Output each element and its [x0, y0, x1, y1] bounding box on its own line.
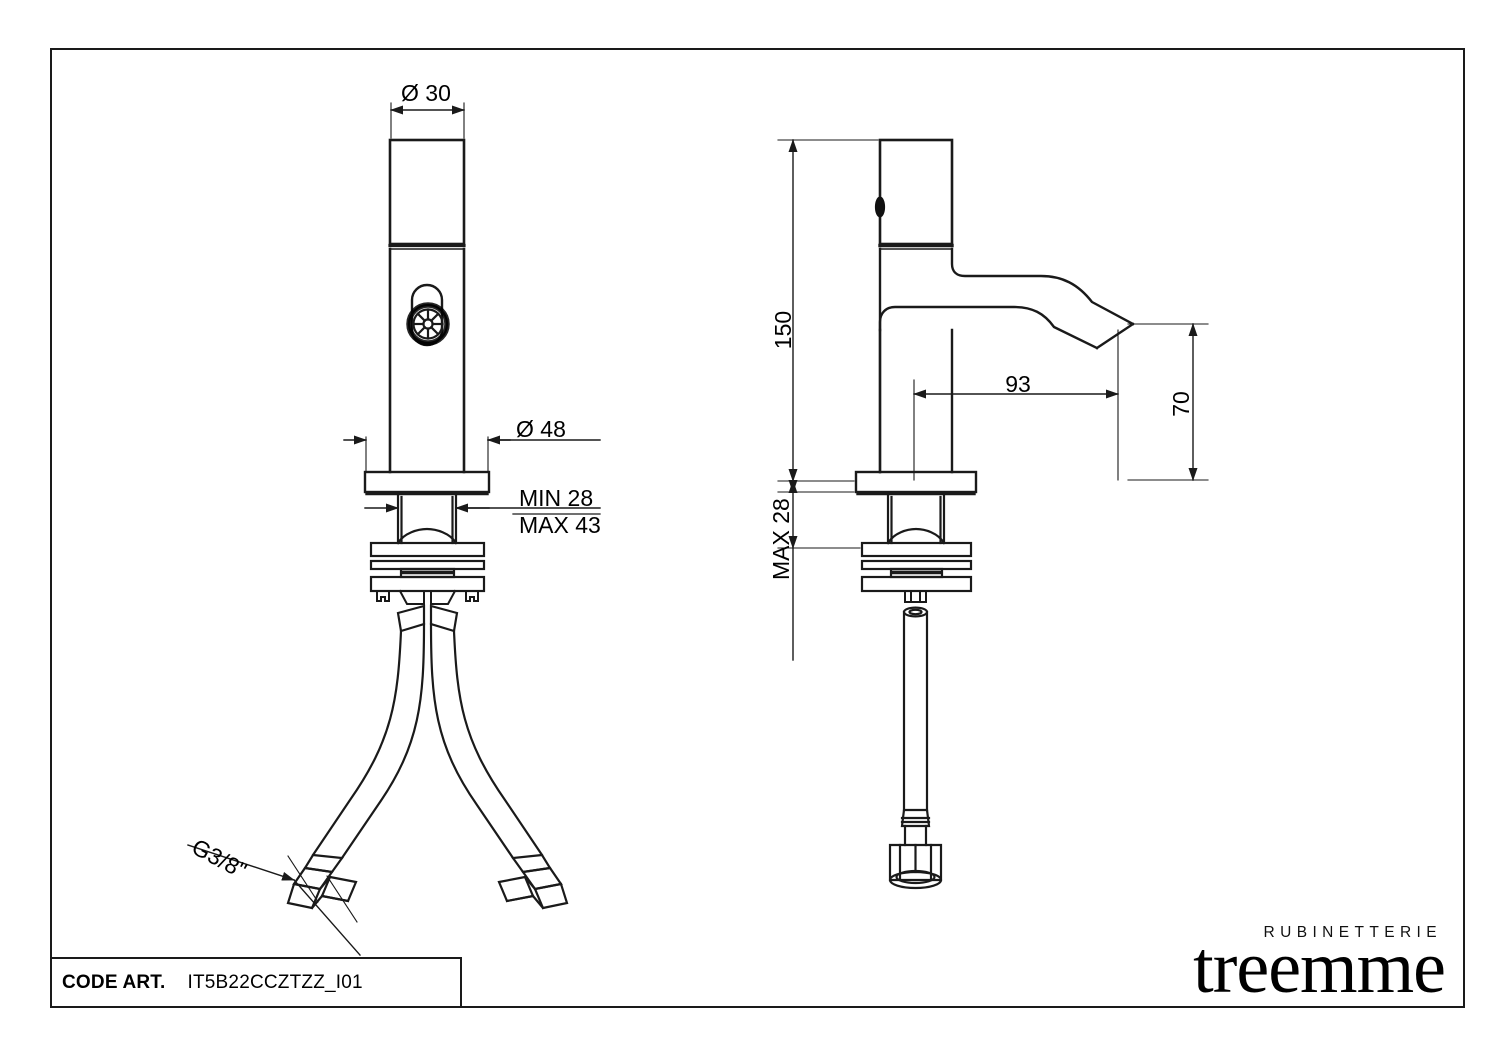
front-view-geometry [286, 138, 569, 910]
side-view-dimension-lines [777, 139, 1209, 661]
code-art-label: CODE ART. [62, 971, 166, 993]
dim-label-height-150: 150 [770, 311, 796, 349]
front-view-dimension-lines [187, 102, 601, 956]
title-block-code: CODE ART. IT5B22CCZTZZ_I01 [50, 957, 462, 1008]
dim-label-dia48: Ø 48 [516, 416, 566, 442]
dim-label-max43: MAX 43 [519, 512, 601, 538]
brand-subtitle: RUBINETTERIE [1263, 924, 1442, 941]
dim-label-projection-93: 93 [1005, 371, 1031, 397]
dim-label-min28: MIN 28 [519, 485, 593, 511]
brand-name: treemme [1193, 926, 1446, 1009]
dim-label-max28: MAX 28 [768, 498, 794, 580]
side-view-geometry [854, 138, 1135, 890]
dim-label-thread-g38: G3/8" [188, 833, 251, 883]
drawing-frame-border [50, 48, 1465, 1008]
dim-label-height-70: 70 [1168, 391, 1194, 417]
dim-label-dia30: Ø 30 [401, 80, 451, 106]
code-art-value: IT5B22CCZTZZ_I01 [187, 971, 363, 993]
dimension-text-layer: Ø 30 Ø 48 MIN 28 MAX 43 G3/8" 150 93 70 … [188, 80, 1194, 884]
brand-logo: RUBINETTERIE treemme [1115, 924, 1446, 1009]
